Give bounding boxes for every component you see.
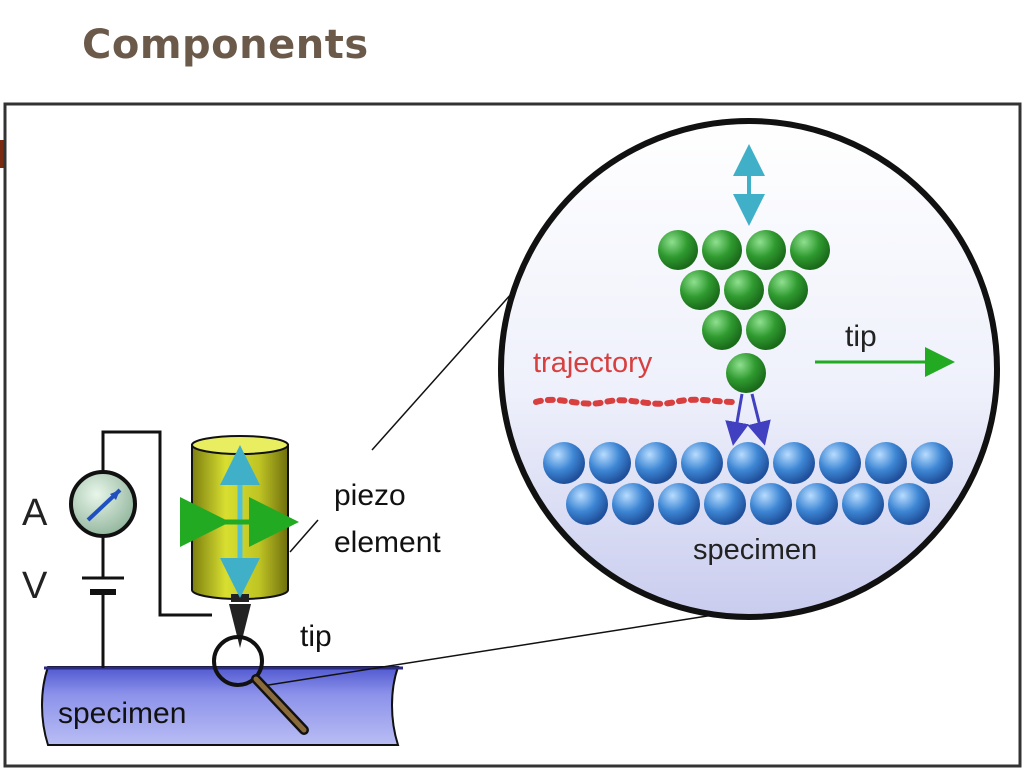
tunneling-arrow-right — [747, 393, 771, 446]
zoom-connector-bottom — [261, 613, 721, 687]
tip-label: tip — [300, 620, 332, 653]
slide-edge-marker — [0, 140, 4, 168]
zoom-connector-top — [371, 283, 521, 451]
piezo-label-line2: element — [334, 526, 441, 559]
trajectory-label: trajectory — [533, 347, 653, 379]
piezo-label-line1: piezo — [334, 479, 406, 512]
ammeter-label: A — [22, 492, 48, 534]
specimen-block — [41, 666, 403, 746]
piezo-element — [180, 435, 299, 602]
specimen-atoms-row2 — [566, 483, 930, 525]
tunneling-arrow-left — [725, 393, 749, 446]
piezo-pointer-line — [289, 519, 319, 553]
specimen-atoms-row1 — [543, 442, 953, 484]
probe-tip — [229, 604, 251, 648]
ammeter-gauge — [69, 470, 137, 538]
specimen-label: specimen — [58, 697, 186, 730]
magnifying-glass-icon — [212, 635, 309, 735]
zoom-specimen-label: specimen — [693, 534, 817, 566]
tip-atoms — [658, 230, 830, 393]
slide-title: Components — [82, 22, 369, 68]
circuit-wires — [82, 430, 212, 668]
trajectory-path — [533, 396, 738, 407]
voltage-label: V — [22, 565, 48, 607]
zoom-tip-label: tip — [845, 320, 877, 353]
